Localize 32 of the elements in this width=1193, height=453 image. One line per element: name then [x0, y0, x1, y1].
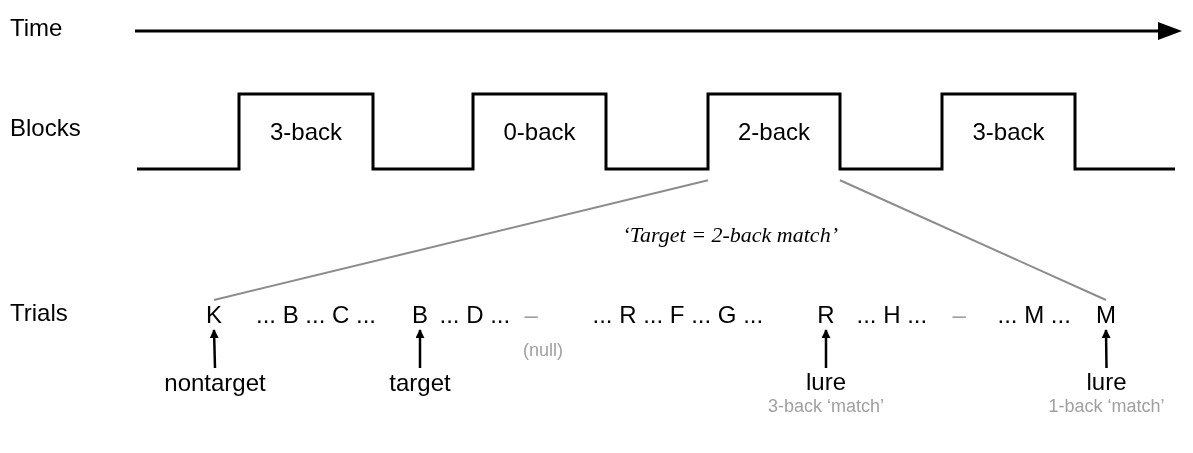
- null-note: (null): [523, 340, 563, 361]
- trial-letter: K: [202, 300, 226, 330]
- axis-label: Time: [10, 14, 63, 42]
- block-label: 2-back: [708, 94, 840, 169]
- trial-type-label: lure: [806, 368, 846, 396]
- row-label: Blocks: [10, 114, 81, 142]
- match-note: 1-back ‘match’: [1048, 395, 1165, 417]
- trial-type-label: target: [375, 368, 465, 398]
- trial-type-label: nontarget: [150, 368, 280, 398]
- zoom-line: [839, 179, 1107, 301]
- block-label: 0-back: [473, 94, 606, 169]
- trial-sequence: ... H ...: [856, 301, 928, 329]
- match-note: 3-back ‘match’: [767, 395, 884, 417]
- arrow: [415, 329, 425, 368]
- trial-sequence: ... M ...: [997, 301, 1071, 329]
- null-dash: –: [524, 301, 538, 329]
- zoom-line: [213, 179, 709, 301]
- rule-note: ‘Target = 2-back match’: [622, 222, 838, 248]
- arrow: [1101, 329, 1111, 368]
- arrow: [209, 329, 219, 369]
- trial-sequence: ... D ...: [439, 301, 511, 329]
- trial-letter: B: [408, 300, 432, 330]
- trial-letter: M: [1092, 300, 1120, 330]
- row-label: Trials: [10, 299, 68, 327]
- trial-letter: R: [814, 300, 838, 330]
- arrow: [821, 329, 831, 368]
- trial-sequence: ... B ... C ...: [256, 301, 377, 329]
- null-dash: –: [952, 301, 966, 329]
- block-label: 3-back: [239, 94, 373, 169]
- trial-sequence: ... R ... F ... G ...: [592, 301, 764, 329]
- block-label: 3-back: [942, 94, 1075, 169]
- trial-type-label: lure: [1086, 368, 1127, 396]
